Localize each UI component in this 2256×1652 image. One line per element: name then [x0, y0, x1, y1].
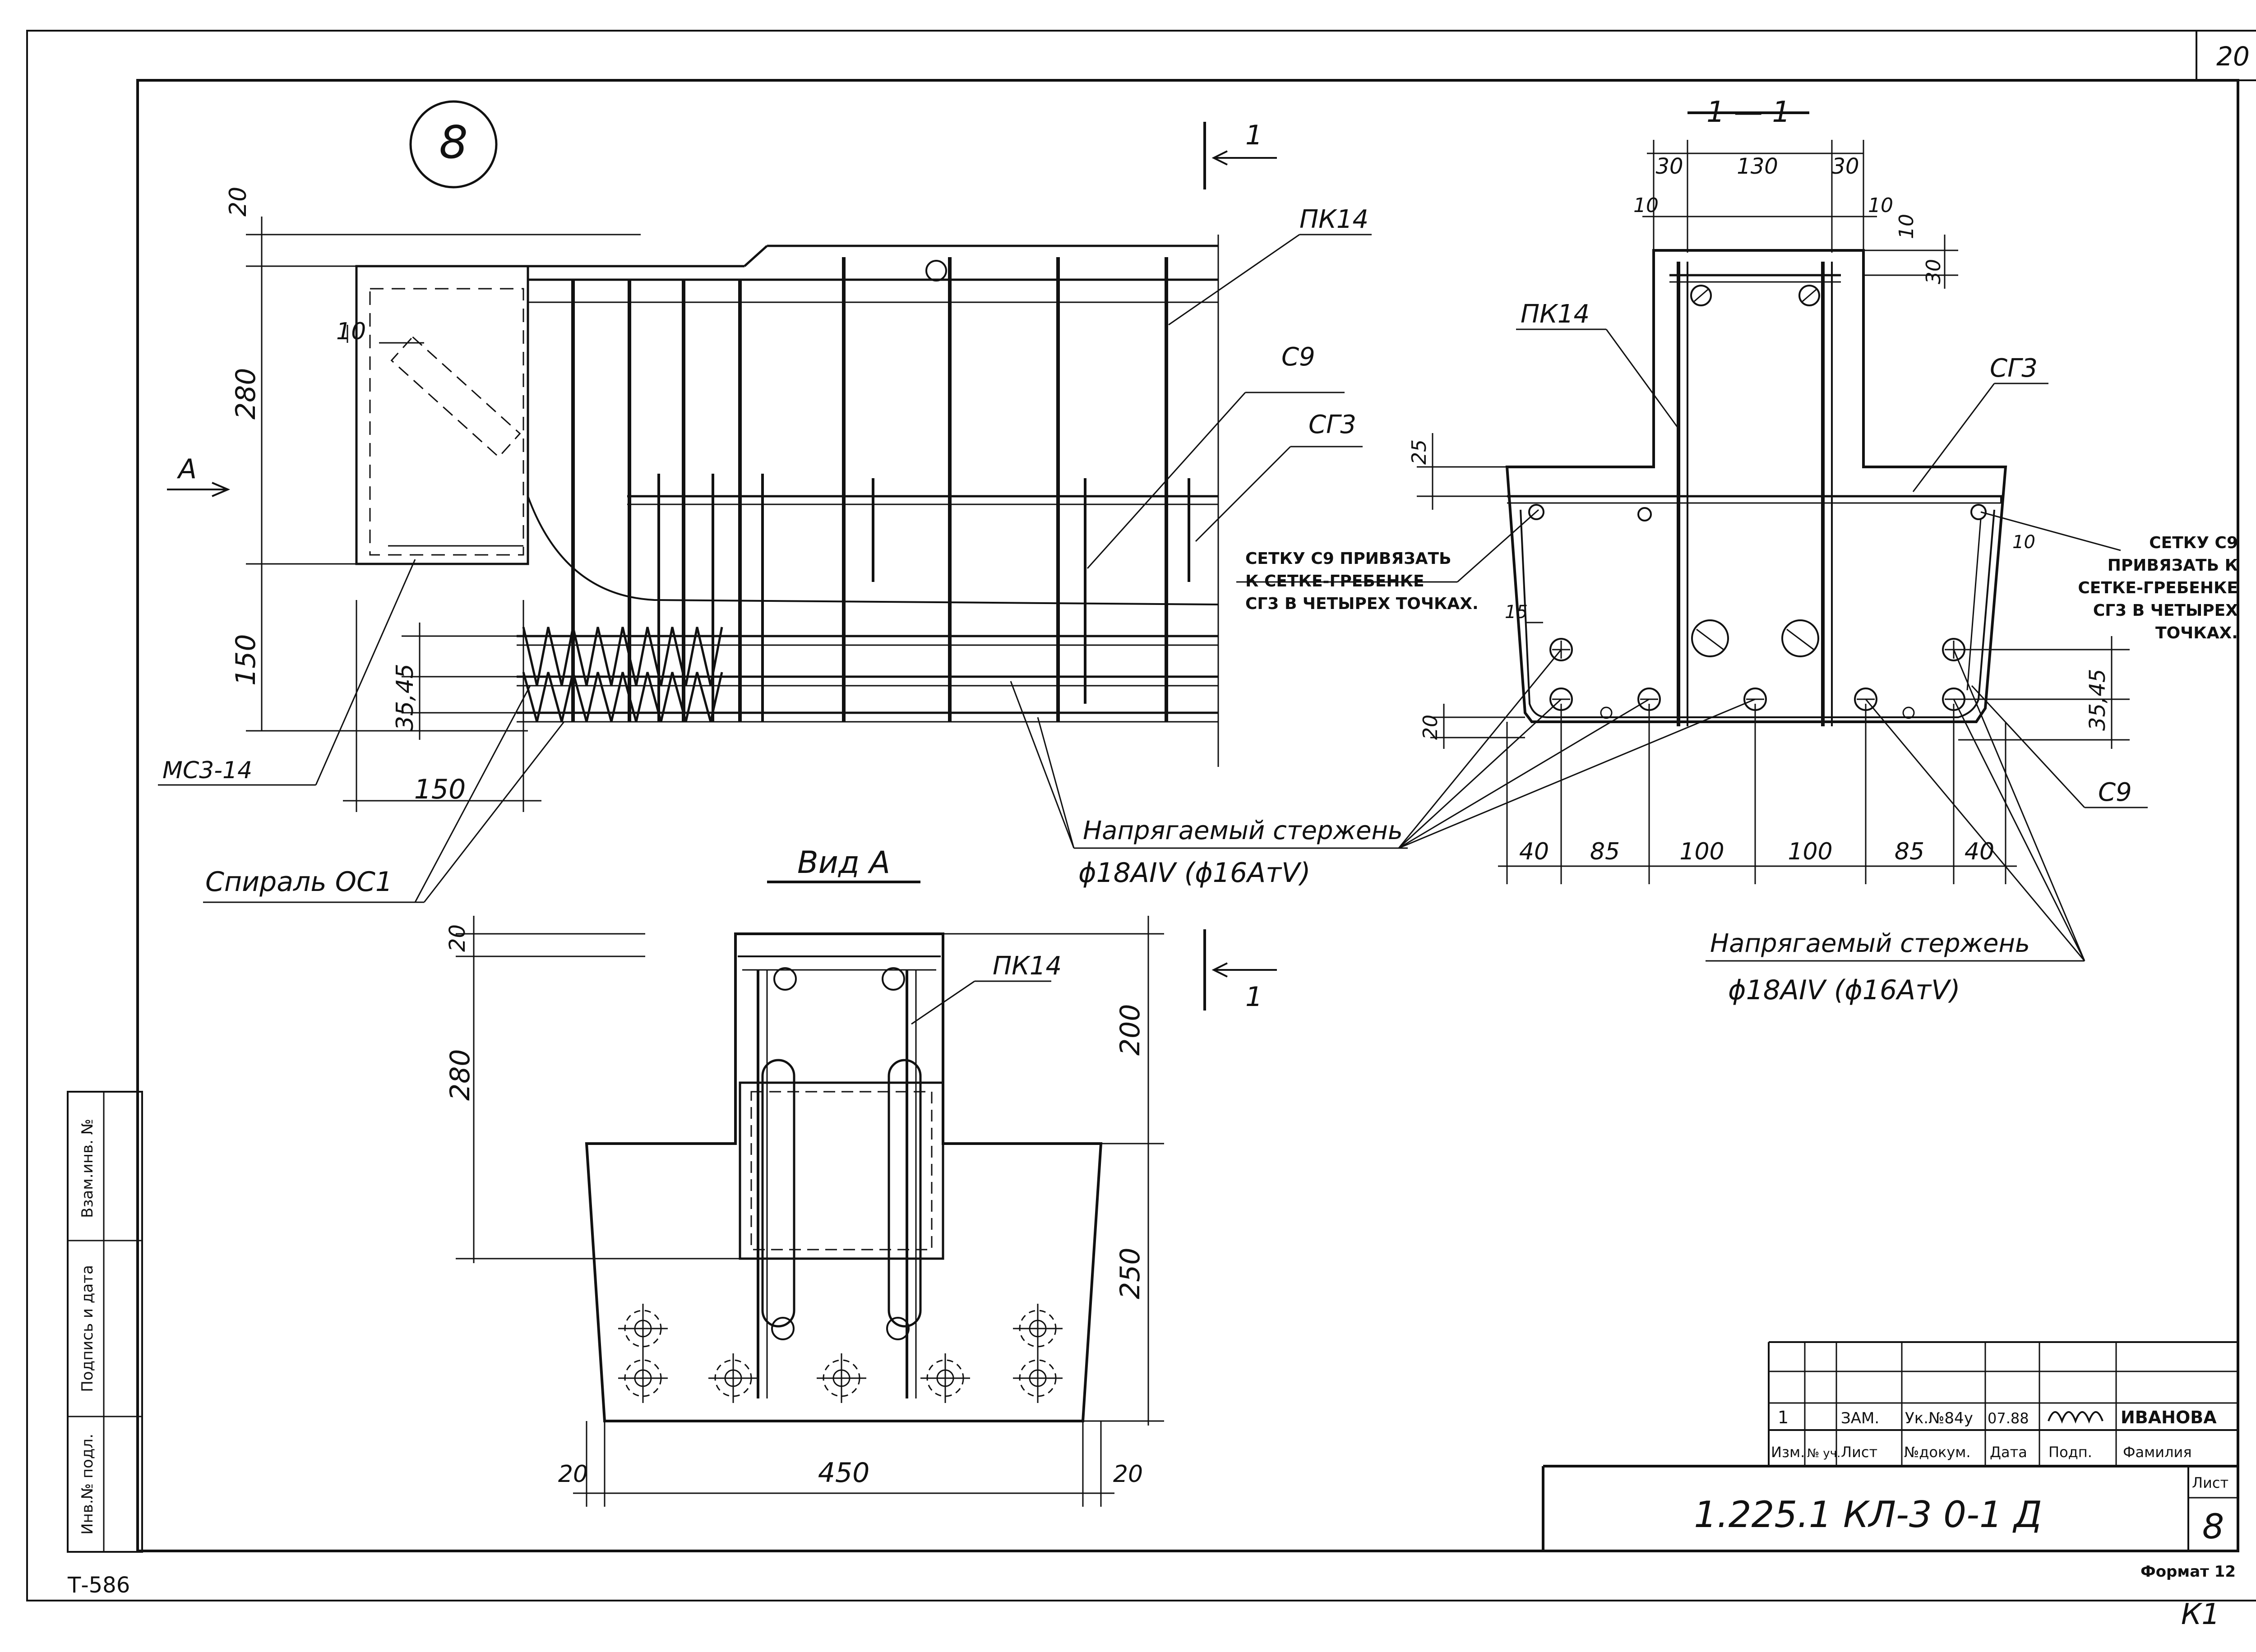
sec-dim-bottom-2: 85 — [1590, 838, 1620, 865]
tb-sheet-number: 8 — [2202, 1506, 2224, 1546]
view-a-dim-250: 250 — [1114, 1247, 1146, 1299]
tb-header-3: Лист — [1841, 1444, 1877, 1461]
view-a-dim-200: 200 — [1114, 1004, 1146, 1056]
sec-dim-top-1: 30 — [1655, 154, 1683, 179]
tb-signature-mark — [2048, 1411, 2103, 1424]
view-arrow-label: А — [176, 453, 197, 485]
sec-dim-15: 15 — [1505, 602, 1528, 623]
elev-dim-150-horiz: 150 — [414, 774, 466, 805]
sec-dim-25: 25 — [1408, 439, 1431, 465]
elev-tendon-line2: ϕ18АIV (ϕ16АтV) — [1078, 857, 1311, 889]
view-a-dim-280: 280 — [444, 1049, 476, 1101]
sec-dim-10-vert: 10 — [1895, 214, 1918, 239]
elev-dim-10: 10 — [336, 318, 366, 345]
tb-sheet-label: Лист — [2192, 1474, 2228, 1491]
tb-rev-3: ЗАМ. — [1841, 1409, 1879, 1427]
elev-dim-20: 20 — [225, 187, 252, 217]
stamp-label-signature: Подпись и дата — [79, 1265, 97, 1392]
corner-number: 20 — [2216, 41, 2250, 72]
sec-dim-10-side: 10 — [2012, 532, 2035, 553]
sec-note-right-2: ПРИВЯЗАТЬ К — [2108, 556, 2238, 575]
view-a-dim-20: 20 — [445, 924, 470, 952]
elev-callout-pk14: ПК14 — [1299, 205, 1368, 234]
tb-rev-7: ИВАНОВА — [2121, 1407, 2217, 1427]
sec-dim-bottom-5: 85 — [1895, 838, 1924, 865]
elev-dim-280: 280 — [230, 368, 262, 420]
sec-note-right-5: ТОЧКАХ. — [2155, 624, 2238, 642]
sec-note-left-1: СЕТКУ С9 ПРИВЯЗАТЬ — [1245, 549, 1452, 568]
detail-number-circle — [409, 100, 498, 189]
tb-header-4: №докум. — [1904, 1444, 1971, 1461]
sec-callout-s9: С9 — [2098, 778, 2132, 807]
sec-dim-bottom-1: 40 — [1519, 838, 1549, 865]
sec-dim-bottom-6: 40 — [1965, 838, 1994, 865]
side-stamp: Взам.инв. № Подпись и дата Инв.№ подл. — [67, 1091, 143, 1553]
outer-frame — [26, 30, 2256, 1601]
tb-header-1: Изм. — [1771, 1444, 1805, 1461]
bottom-right-mark: К1 — [2181, 1598, 2220, 1631]
tb-header-2: № уч. — [1807, 1447, 1840, 1460]
tb-header-7: Фамилия — [2123, 1444, 2192, 1461]
sec-dim-bottom-3: 100 — [1679, 838, 1724, 865]
sec-note-right-1: СЕТКУ С9 — [2149, 534, 2238, 552]
elev-dim-150-vert: 150 — [230, 634, 262, 686]
elev-callout-s9: С9 — [1281, 342, 1315, 372]
bottom-left-code: Т-586 — [67, 1573, 130, 1598]
corner-number-box — [2196, 30, 2256, 81]
detail-number: 8 — [439, 116, 468, 169]
view-a-dim-450: 450 — [818, 1457, 870, 1489]
cut-mark-top: 1 — [1245, 120, 1262, 151]
inner-frame — [136, 79, 2239, 1552]
cut-mark-bottom: 1 — [1245, 981, 1262, 1013]
stamp-label-inventory: Инв.№ подл. — [79, 1434, 97, 1535]
tb-header-6: Подп. — [2048, 1444, 2092, 1461]
elev-callout-spiral: Спираль ОС1 — [205, 866, 393, 898]
tb-designation: 1.225.1 КЛ-3 0-1 Д — [1694, 1494, 2042, 1536]
sec-note-left-2: К СЕТКЕ-ГРЕБЕНКЕ — [1245, 572, 1424, 591]
sec-dim-10-left: 10 — [1633, 194, 1659, 217]
view-a — [456, 881, 1277, 1507]
tb-header-5: Дата — [1990, 1444, 2027, 1461]
sec-dim-20: 20 — [1419, 715, 1442, 740]
elev-callout-sg3: СГ3 — [1308, 410, 1356, 439]
view-a-title: Вид А — [797, 845, 890, 881]
section-view — [1236, 111, 2148, 962]
elev-tendon-line1: Напрягаемый стержень — [1083, 816, 1403, 845]
elevation-view — [158, 122, 1408, 903]
sec-note-left-3: СГ3 В ЧЕТЫРЕХ ТОЧКАХ. — [1245, 595, 1479, 613]
tb-rev-5: 07.88 — [1988, 1410, 2029, 1427]
sec-dim-top-2: 130 — [1737, 154, 1778, 179]
elev-callout-mz: МС3-14 — [162, 757, 252, 784]
elev-dim-35-45: 35,45 — [392, 664, 419, 731]
title-block — [1542, 1341, 2238, 1551]
sec-tendon-line2: ϕ18АIV (ϕ16АтV) — [1728, 974, 1960, 1006]
sec-dim-bottom-4: 100 — [1788, 838, 1832, 865]
tb-rev-1: 1 — [1778, 1407, 1789, 1427]
view-a-dim-20-left: 20 — [558, 1461, 588, 1488]
sec-callout-sg3: СГ3 — [1990, 354, 2038, 383]
view-a-callout-pk14: ПК14 — [993, 951, 1062, 981]
sec-dim-30-vert: 30 — [1922, 259, 1945, 284]
sec-tendon-line1: Напрягаемый стержень — [1710, 929, 2030, 958]
sec-dim-top-3: 30 — [1831, 154, 1859, 179]
sec-note-right-4: СГ3 В ЧЕТЫРЕХ — [2093, 601, 2238, 620]
sec-callout-pk14: ПК14 — [1521, 300, 1590, 329]
stamp-label-replaced: Взам.инв. № — [79, 1119, 97, 1218]
sec-note-right-3: СЕТКЕ-ГРЕБЕНКЕ — [2078, 579, 2238, 597]
sec-dim-10-right: 10 — [1868, 194, 1893, 217]
view-a-dim-20-right: 20 — [1113, 1461, 1143, 1488]
section-title: 1 — 1 — [1706, 96, 1790, 129]
format-label: Формат 12 — [2140, 1563, 2236, 1581]
sec-dim-35-45: 35,45 — [2085, 669, 2110, 731]
tb-rev-4: Ук.№84у — [1905, 1409, 1973, 1427]
